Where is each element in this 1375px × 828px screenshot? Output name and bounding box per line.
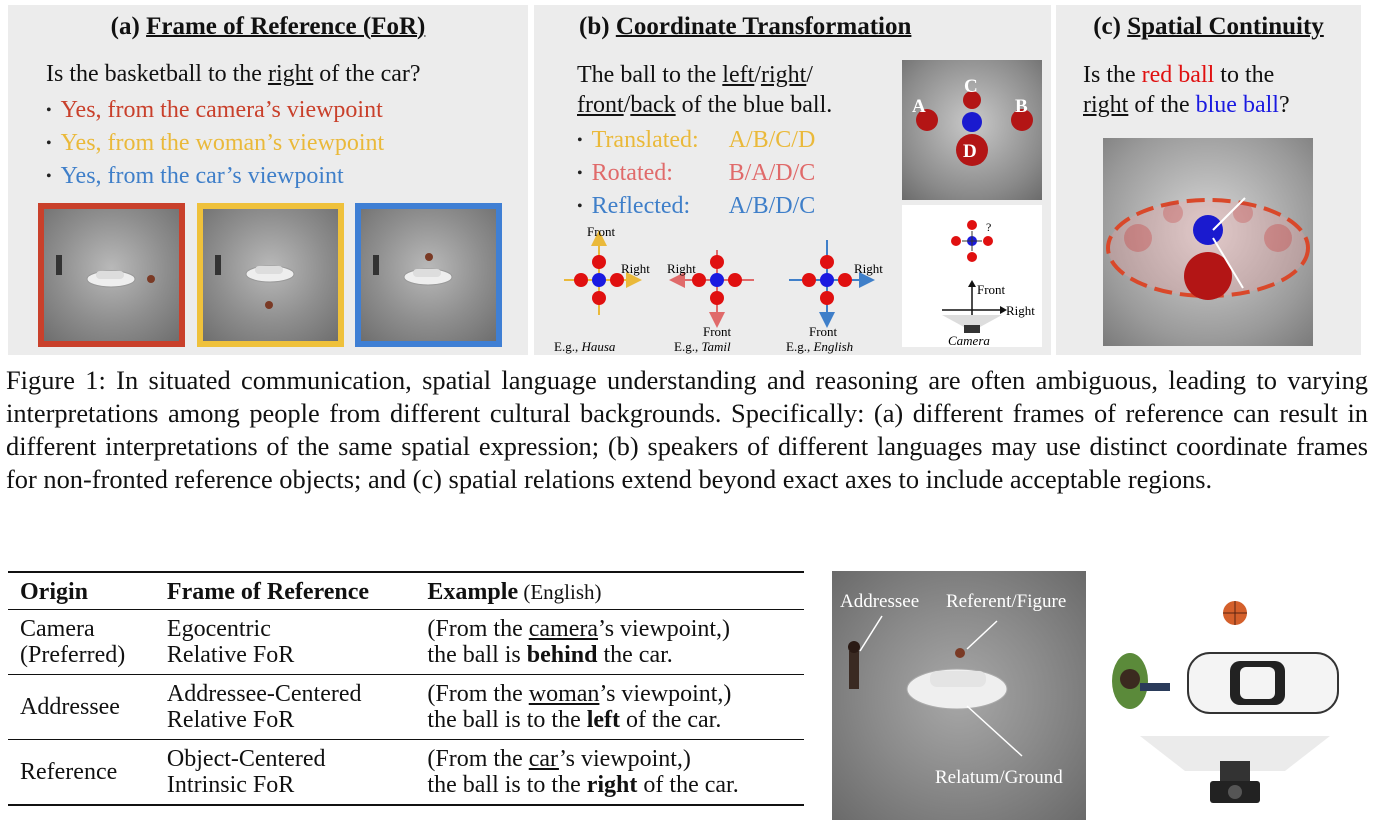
svg-text:Front: Front [703,324,732,339]
option-woman: Yes, from the woman’s viewpoint [46,128,385,161]
figure-caption: Figure 1: In situated communication, spa… [6,365,1368,494]
camera-diagram: ? Front Right Camera [902,205,1042,348]
frame-of-reference-table: Origin Frame of Reference Example (Engli… [8,571,804,806]
svg-text:Right: Right [854,261,883,276]
svg-text:?: ? [986,220,991,234]
header-for: Frame of Reference [154,571,416,610]
label-addressee: Addressee [840,591,920,612]
svg-text:E.g., English: E.g., English [786,339,853,354]
label-right: Right [621,261,650,276]
continuity-scene [1103,138,1313,346]
panel-frame-of-reference: (a) Frame of Reference (FoR) Is the bask… [8,5,528,355]
svg-text:E.g., Tamil: E.g., Tamil [674,339,731,354]
svg-text:B: B [1015,96,1028,117]
coordinate-diagrams: Front Right E.g., Hausa Right Front E.g.… [554,224,883,354]
row-translated: Translated:A/B/C/D [577,125,816,158]
scene-car-view [355,203,502,347]
label-relatum: Relatum/Ground [935,767,1063,788]
panel-c-title: (c) Spatial Continuity [1093,13,1324,40]
panel-b-title: (b) Coordinate Transformation [579,13,912,40]
diagram-tamil: Right Front E.g., Tamil [667,250,754,354]
scene-camera-view [38,203,185,347]
header-example: Example (English) [415,571,804,610]
panel-spatial-continuity: (c) Spatial Continuity Is the red ball t… [1056,5,1361,355]
panel-b-statement: The ball to the left/right/front/back of… [577,62,833,118]
camera-icon [1210,761,1260,803]
option-camera: Yes, from the camera’s viewpoint [46,95,384,128]
woman-icon [1112,653,1170,709]
diagram-hausa: Front Right E.g., Hausa [554,224,650,354]
panel-a-title: (a) Frame of Reference (FoR) [110,13,426,40]
panel-b-transform-list: Translated:A/B/C/D Rotated:B/A/D/C Refle… [577,125,816,224]
svg-text:Right: Right [1006,303,1035,318]
abcd-scene: A B C D [902,60,1042,200]
panel-a-question: Is the basketball to the right of the ca… [46,61,421,87]
panel-a-options: Yes, from the camera’s viewpoint Yes, fr… [46,95,385,194]
svg-text:D: D [963,141,977,162]
top-view-illustration [1112,601,1339,803]
car-icon [1187,652,1339,714]
scene-woman-view [197,203,344,347]
row-rotated: Rotated:B/A/D/C [577,158,816,191]
annotated-scene: Addressee Referent/Figure Relatum/Ground [832,571,1086,820]
svg-text:A: A [912,96,926,117]
svg-text:Front: Front [809,324,838,339]
svg-text:Front: Front [977,282,1006,297]
row-reflected: Reflected:A/B/D/C [577,191,816,224]
header-origin: Origin [8,571,155,610]
svg-text:Right: Right [667,261,696,276]
svg-text:Camera: Camera [948,333,990,347]
label-front: Front [587,224,616,239]
label-referent: Referent/Figure [946,591,1067,612]
option-car: Yes, from the car’s viewpoint [46,161,384,194]
diagram-english: Right Front E.g., English [786,240,883,354]
table-header-row: Origin Frame of Reference Example (Engli… [8,571,804,610]
eg-hausa: E.g., Hausa [554,339,616,354]
svg-text:C: C [964,76,978,97]
panel-coordinate-transformation: (b) Coordinate Transformation The ball t… [534,5,1051,355]
